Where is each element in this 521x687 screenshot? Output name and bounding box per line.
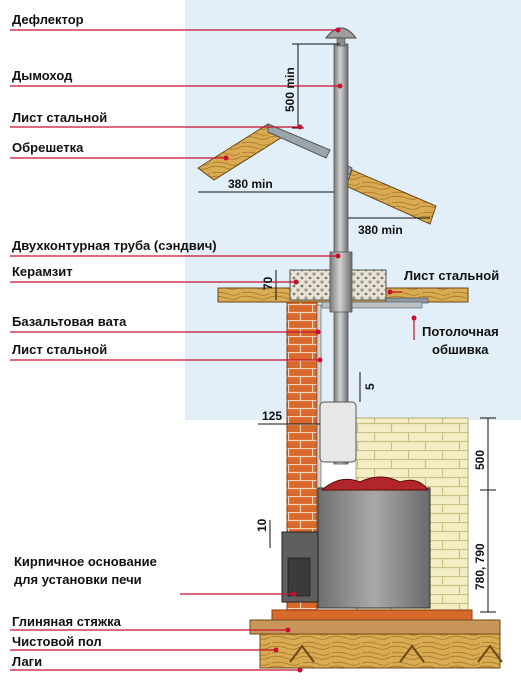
dim-125: 125 [262, 409, 282, 423]
leader-dots [223, 27, 417, 673]
dim-10: 10 [255, 518, 269, 532]
floor-joists [259, 633, 503, 669]
label-lathing: Обрешетка [12, 140, 84, 155]
dim-380-min-right: 380 min [358, 223, 403, 237]
label-expanded-clay: Керамзит [12, 264, 73, 279]
label-chimney: Дымоход [12, 68, 73, 83]
label-clay-screed: Глиняная стяжка [12, 614, 122, 629]
dim-500-wall: 500 [473, 450, 487, 470]
label-sandwich-pipe: Двухконтурная труба (сэндвич) [12, 238, 217, 253]
dim-5: 5 [363, 383, 377, 390]
sandwich-pipe-section [329, 251, 353, 313]
sky-area [185, 0, 521, 420]
leader-lines [10, 29, 415, 671]
dim-380-min-left: 380 min [228, 177, 273, 191]
roof [197, 123, 437, 225]
pipe-heat-exchanger [319, 401, 357, 463]
label-deflector: Дефлектор [12, 12, 84, 27]
dim-70: 70 [261, 276, 275, 290]
label-ceiling-lining-2: обшивка [432, 342, 489, 357]
label-steel-sheet-wall: Лист стальной [12, 342, 107, 357]
label-ceiling-lining-1: Потолочная [422, 324, 499, 339]
label-steel-sheet-ceiling: Лист стальной [404, 268, 499, 283]
label-basalt-wool: Базальтовая вата [12, 314, 127, 329]
label-finish-floor: Чистовой пол [12, 634, 102, 649]
dimension-lines [198, 43, 496, 613]
dim-500-min-top: 500 min [283, 67, 297, 112]
stove [281, 476, 431, 609]
clay-screed [271, 609, 473, 621]
ceiling-lining [321, 301, 423, 309]
label-brick-base-2: для установки печи [14, 572, 142, 587]
label-brick-base-1: Кирпичное основание [14, 554, 157, 569]
roof-steel-sheet-left [267, 123, 331, 159]
stove-stones [320, 476, 429, 491]
label-joists: Лаги [12, 654, 42, 669]
label-steel-sheet-roof: Лист стальной [12, 110, 107, 125]
dim-780-790: 780, 790 [473, 543, 487, 590]
